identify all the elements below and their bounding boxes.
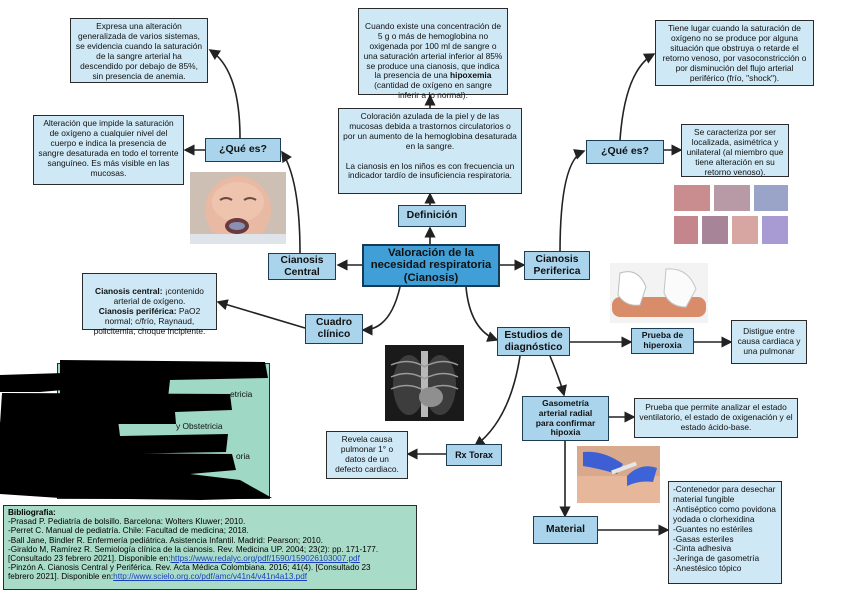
hyperoxia-desc: Distigue entre causa cardiaca y una pulm… — [731, 320, 807, 364]
material-item: -Gasas esteriles — [673, 533, 734, 544]
redacted-fragment: etricia — [230, 389, 253, 399]
extremities-image — [672, 183, 790, 246]
clinical-picture-node: Cuadro clínico — [305, 314, 363, 344]
reference-link[interactable]: https://www.redalyc.org/pdf/1590/1590261… — [170, 553, 360, 563]
material-list: -Contenedor para desechar material fungi… — [668, 481, 782, 584]
diagnostic-studies-node: Estudios de diagnóstico — [497, 327, 570, 356]
hypoxemia-text-after: (cantidad de oxígeno en sangre inferir a… — [374, 80, 492, 101]
reference: -Pinzón A. Cianosis Central y Periférica… — [8, 563, 371, 573]
hypoxemia-text: Cuando existe una concentración de 5 g o… — [358, 8, 508, 100]
material-node: Material — [533, 516, 598, 544]
reference: febrero 2021]. Disponible en:http://www.… — [8, 572, 412, 581]
central-text: ¡contenido arterial de oxígeno. — [113, 285, 204, 306]
chest-xray-image — [385, 345, 464, 421]
definition-node: Definición — [398, 205, 466, 227]
clinical-picture-text: Cianosis central: ¡contenido arterial de… — [82, 273, 217, 335]
peripheral-cyanosis-photos — [672, 183, 790, 246]
gloves-image — [610, 263, 708, 323]
peripheral-label: Cianosis periférica: — [98, 305, 179, 316]
gloved-hands-photo — [610, 263, 708, 323]
reference: -Ball Jane, Bindler R. Enfermería pediát… — [8, 535, 323, 545]
peripheral-definition-top: Tiene lugar cuando la saturación de oxíg… — [655, 20, 814, 86]
central-cyanosis-node: Cianosis Central — [268, 253, 336, 280]
peripheral-definition-mid: Se caracteriza por ser localizada, asimé… — [681, 124, 789, 177]
peripheral-cyanosis-node: Cianosis Periferica — [524, 251, 590, 280]
hypoxemia-term: hipoxemia — [450, 70, 492, 81]
chest-xray-photo — [385, 345, 464, 421]
central-what-is-node: ¿Qué es? — [205, 138, 281, 162]
central-topic: Valoración de la necesidad respiratoria … — [362, 244, 500, 287]
peripheral-what-is-node: ¿Qué es? — [586, 140, 664, 164]
redacted-fragment: oria — [236, 451, 250, 461]
central-definition-mid: Alteración que impide la saturación de o… — [33, 115, 184, 185]
peripheral-text: PaO2 normal; c/frío, Raynaud, policitemi… — [93, 305, 206, 336]
bibliography: Bibliografia: -Prasad P. Pediatría de bo… — [3, 505, 417, 590]
material-item: -Guantes no estériles — [673, 523, 753, 534]
arterial-gas-node: Gasometría arterial radial para confirma… — [522, 396, 609, 441]
arterial-puncture-photo — [577, 446, 660, 503]
hyperoxia-test-node: Prueba de hiperoxia — [631, 328, 694, 354]
redacted-fragment: y Obstetricia — [176, 421, 223, 431]
material-item: -Contenedor para desechar material fungi… — [673, 484, 776, 504]
puncture-image — [577, 446, 660, 503]
material-item: -Jeringa de gasometría — [673, 553, 760, 564]
chest-xray-desc: Revela causa pulmonar 1° o datos de un d… — [326, 431, 408, 479]
central-definition-top: Expresa una alteración generalizada de v… — [70, 18, 208, 83]
chest-xray-node: Rx Torax — [446, 444, 502, 466]
reference-text: febrero 2021]. Disponible en: — [8, 572, 114, 582]
reference-link[interactable]: http://www.scielo.org.co/pdf/amc/v41n4/v… — [113, 572, 308, 582]
arterial-gas-desc: Prueba que permite analizar el estado ve… — [634, 398, 798, 438]
material-item: -Anestésico tópico — [673, 563, 742, 574]
central-label: Cianosis central: — [95, 285, 165, 296]
reference: [Consultado 23 febrero 2021]. Disponible… — [8, 554, 412, 563]
reference: -Perret C. Manual de pediatría. Chile: F… — [8, 526, 249, 536]
definition-text: Coloración azulada de la piel y de las m… — [338, 108, 522, 194]
reference: -Prasad P. Pediatría de bolsillo. Barcel… — [8, 517, 246, 527]
bibliography-title: Bibliografia: — [8, 508, 56, 517]
cyanotic-baby-photo — [190, 172, 286, 244]
material-item: -Cinta adhesiva — [673, 543, 732, 554]
material-item: -Antiséptico como povidona yodada o clor… — [673, 503, 776, 524]
reference-text: [Consultado 23 febrero 2021]. Disponible… — [8, 553, 171, 563]
reference: -Giraldo M, Ramírez R. Semiología clínic… — [8, 544, 379, 554]
cyanotic-baby-image — [190, 172, 286, 244]
hypoxemia-text-before: Cuando existe una concentración de 5 g o… — [363, 20, 503, 81]
